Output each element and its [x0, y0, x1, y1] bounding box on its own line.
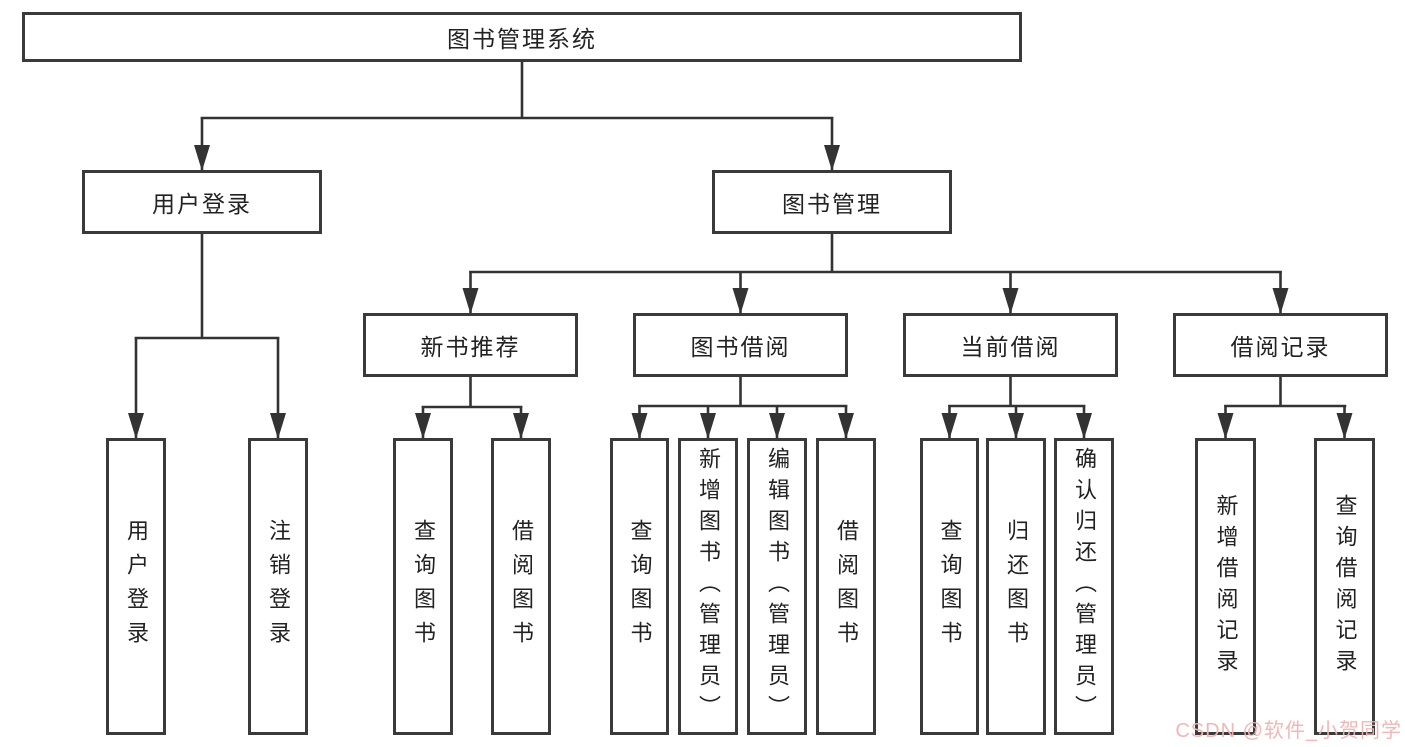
leaf-borrow-borrow-book: 借阅图书: [816, 438, 876, 735]
node-current-borrow: 当前借阅: [903, 313, 1118, 377]
csdn-watermark: CSDN @软件_小贺同学: [1175, 720, 1402, 742]
node-root: 图书管理系统: [22, 12, 1022, 62]
leaf-borrow-query-book: 查询图书: [610, 438, 669, 735]
leaf-logout: 注销登录: [248, 438, 308, 735]
node-borrow-record: 借阅记录: [1173, 313, 1388, 377]
leaf-user-login: 用户登录: [106, 438, 166, 735]
leaf-current-query-book: 查询图书: [920, 438, 979, 735]
leaf-record-add: 新增借阅记录: [1195, 438, 1256, 735]
leaf-recommend-borrow-book: 借阅图书: [491, 438, 551, 735]
leaf-borrow-edit-book: 编辑图书（管理员）: [747, 438, 807, 735]
leaf-current-confirm-return: 确认归还（管理员）: [1054, 438, 1114, 735]
leaf-current-return-book: 归还图书: [986, 438, 1046, 735]
leaf-record-query: 查询借阅记录: [1314, 438, 1375, 735]
node-book-borrow: 图书借阅: [633, 313, 848, 377]
leaf-borrow-add-book: 新增图书（管理员）: [678, 438, 738, 735]
node-user-login: 用户登录: [82, 170, 322, 234]
node-new-book-recommend: 新书推荐: [363, 313, 578, 377]
leaf-recommend-query-book: 查询图书: [393, 438, 453, 735]
node-book-management: 图书管理: [712, 170, 952, 234]
